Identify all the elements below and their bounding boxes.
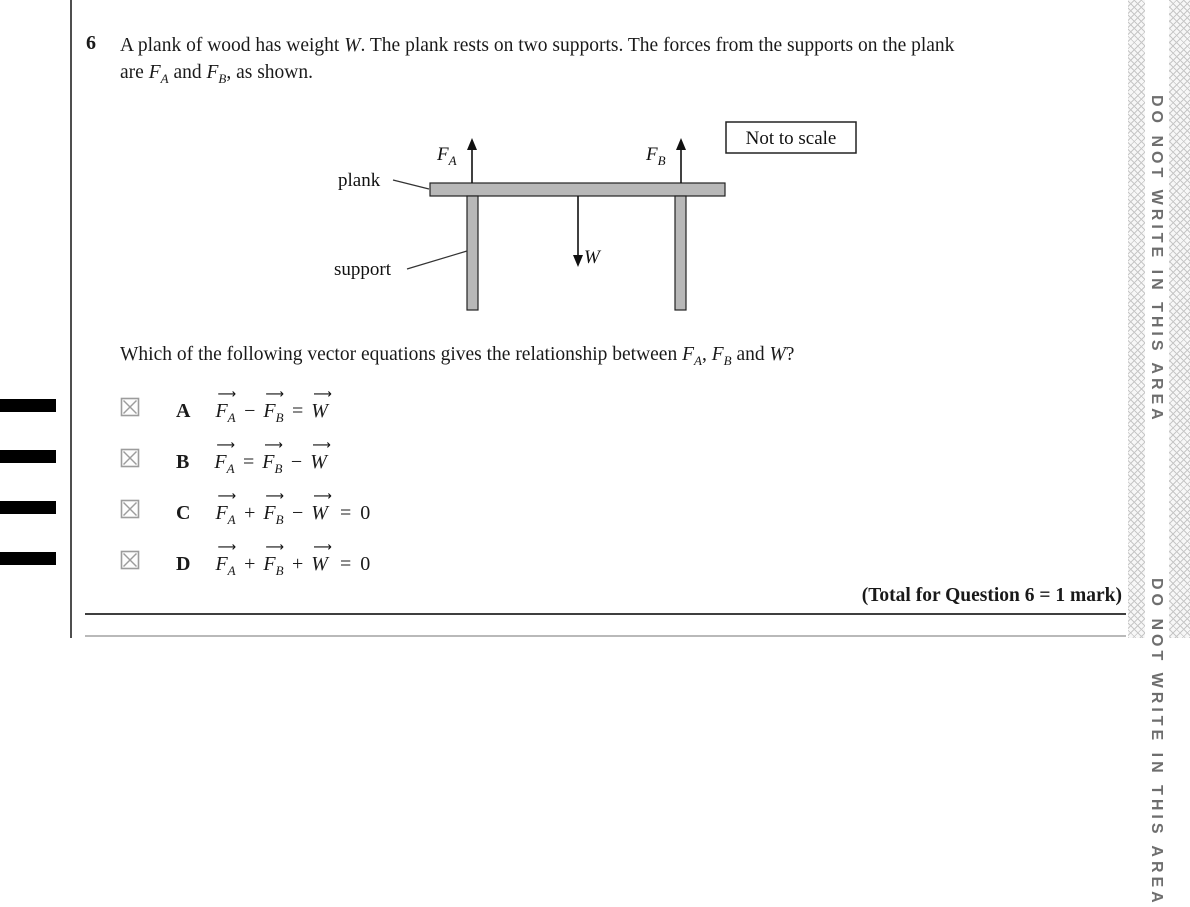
vector-symbol: ⟶FA bbox=[215, 540, 237, 578]
symbol-F: F bbox=[206, 62, 219, 83]
force-a-label: FA bbox=[436, 144, 457, 168]
subscript-B: B bbox=[218, 70, 227, 86]
vector-arrow-icon: ⟶ bbox=[313, 387, 332, 402]
option-letter: D bbox=[176, 553, 191, 575]
symbol-F: F bbox=[711, 344, 724, 365]
vector-symbol: ⟶FB bbox=[263, 387, 285, 425]
vector-symbol: ⟶W bbox=[311, 489, 332, 524]
subscript-A: A bbox=[694, 352, 702, 368]
symbol-F: F bbox=[682, 344, 695, 365]
subscript-B: B bbox=[723, 352, 732, 368]
answer-checkbox-a[interactable] bbox=[120, 397, 140, 417]
question-text: A plank of wood has weight W. The plank … bbox=[120, 32, 955, 92]
vector-arrow-icon: ⟶ bbox=[313, 540, 332, 555]
question-text-segment: A plank of wood has weight bbox=[120, 35, 345, 56]
option-letter: B bbox=[176, 451, 190, 473]
vector-arrow-icon: ⟶ bbox=[264, 438, 283, 453]
vector-arrow-icon: ⟶ bbox=[265, 540, 285, 555]
prompt-text: Which of the following vector equations … bbox=[120, 344, 794, 369]
symbol-W: W bbox=[769, 344, 786, 365]
option-equation: ⟶FA−⟶FB=⟶W bbox=[215, 387, 332, 425]
sidebar-text-strip bbox=[1145, 0, 1169, 638]
vector-arrow-icon: ⟶ bbox=[265, 387, 285, 402]
vector-arrow-icon: ⟶ bbox=[313, 489, 332, 504]
plank-diagram-svg: Not to scale FA FB W plank support bbox=[334, 121, 857, 311]
weight-arrowhead-icon bbox=[573, 255, 583, 267]
do-not-write-warning-partial: DO NOT WRITE IN THIS AREA bbox=[1148, 578, 1165, 907]
vector-symbol: ⟶W bbox=[311, 387, 332, 422]
plank-callout-label: plank bbox=[338, 170, 381, 191]
support-leader-line bbox=[406, 250, 468, 270]
not-to-scale-box bbox=[725, 121, 857, 154]
vector-arrow-icon: ⟶ bbox=[217, 540, 237, 555]
prompt-segment: Which of the following vector equations … bbox=[120, 344, 683, 365]
question-text-segment: . The plank rests on two supports. The f… bbox=[120, 35, 955, 83]
vector-symbol: ⟶FB bbox=[263, 540, 285, 578]
force-b-arrowhead-icon bbox=[676, 138, 686, 150]
vector-arrow-icon: ⟶ bbox=[217, 489, 237, 504]
option-row-c: C ⟶FA+⟶FB−⟶W=0 bbox=[120, 489, 371, 527]
subscript-A: A bbox=[160, 70, 169, 86]
plank-diagram: Not to scale FA FB W plank support bbox=[325, 113, 870, 323]
vector-arrow-icon: ⟶ bbox=[312, 438, 331, 453]
question-text-segment: and bbox=[168, 62, 207, 83]
option-equation: ⟶FA+⟶FB+⟶W=0 bbox=[215, 540, 371, 578]
vector-symbol: ⟶FA bbox=[215, 387, 237, 425]
page-bottom-line bbox=[85, 635, 1126, 637]
binding-mark bbox=[0, 501, 56, 514]
vector-symbol: ⟶W bbox=[311, 540, 332, 575]
vector-arrow-icon: ⟶ bbox=[265, 489, 285, 504]
option-row-b: B ⟶FA=⟶FB−⟶W bbox=[120, 438, 332, 476]
symbol-W: W bbox=[344, 35, 361, 56]
support-left bbox=[466, 195, 479, 311]
answer-checkbox-b[interactable] bbox=[120, 448, 140, 468]
binding-mark bbox=[0, 399, 56, 412]
total-marks-label: (Total for Question 6 = 1 mark) bbox=[861, 585, 1122, 606]
vector-arrow-icon: ⟶ bbox=[217, 387, 237, 402]
symbol-F: F bbox=[148, 62, 161, 83]
vector-symbol: ⟶FB bbox=[262, 438, 283, 476]
answer-checkbox-d[interactable] bbox=[120, 550, 140, 570]
force-b-label: FB bbox=[645, 144, 666, 168]
binding-mark bbox=[0, 552, 56, 565]
question-number: 6 bbox=[86, 32, 96, 54]
section-divider bbox=[85, 613, 1126, 615]
vector-symbol: ⟶FA bbox=[214, 438, 235, 476]
plank-bar bbox=[429, 182, 726, 197]
vector-symbol: ⟶FB bbox=[263, 489, 285, 527]
page-edge-line bbox=[70, 0, 72, 638]
do-not-write-warning: DO NOT WRITE IN THIS AREA bbox=[1148, 95, 1165, 424]
option-row-d: D ⟶FA+⟶FB+⟶W=0 bbox=[120, 540, 371, 578]
answer-checkbox-c[interactable] bbox=[120, 499, 140, 519]
vector-arrow-icon: ⟶ bbox=[216, 438, 235, 453]
option-equation: ⟶FA+⟶FB−⟶W=0 bbox=[215, 489, 371, 527]
do-not-write-sidebar: DO NOT WRITE IN THIS AREA DO NOT WRITE I… bbox=[1128, 0, 1190, 907]
not-to-scale-label: Not to scale bbox=[746, 128, 837, 149]
weight-label: W bbox=[584, 247, 602, 268]
binding-mark bbox=[0, 450, 56, 463]
question-text-segment: , as shown. bbox=[226, 62, 314, 83]
option-letter: C bbox=[176, 502, 191, 524]
prompt-segment: and bbox=[731, 344, 770, 365]
prompt-segment: ? bbox=[785, 344, 795, 365]
plank-leader-line bbox=[392, 179, 430, 190]
prompt-segment: , bbox=[701, 344, 712, 365]
vector-symbol: ⟶FA bbox=[215, 489, 237, 527]
support-right bbox=[674, 195, 687, 311]
option-letter: A bbox=[176, 400, 191, 422]
vector-symbol: ⟶W bbox=[310, 438, 331, 473]
force-a-arrowhead-icon bbox=[467, 138, 477, 150]
option-row-a: A ⟶FA−⟶FB=⟶W bbox=[120, 387, 333, 425]
option-equation: ⟶FA=⟶FB−⟶W bbox=[214, 438, 331, 476]
support-callout-label: support bbox=[334, 259, 392, 280]
